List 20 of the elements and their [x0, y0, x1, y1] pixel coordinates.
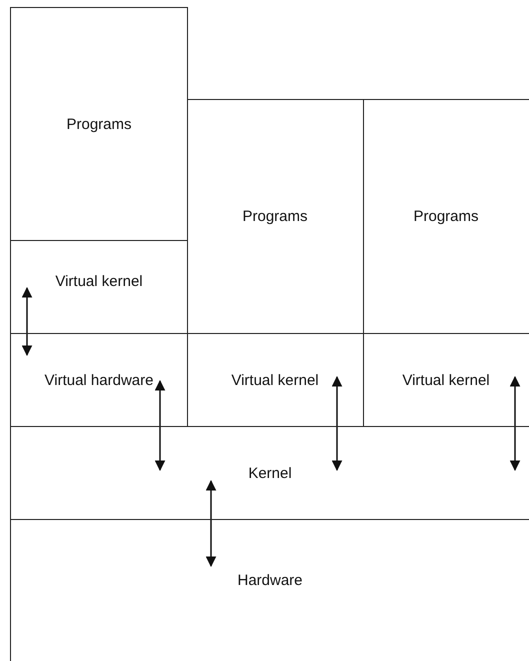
double-arrow [206, 480, 216, 568]
layer-label: Programs [242, 208, 308, 225]
layer-label: Kernel [248, 464, 292, 482]
layer-label: Virtual kernel [231, 372, 319, 388]
layer-box [187, 333, 364, 426]
double-arrow [510, 376, 520, 472]
double-arrow [332, 376, 342, 472]
layer-label: Virtual kernel [55, 272, 143, 290]
layer-box [187, 99, 364, 333]
layer-box [10, 333, 188, 426]
double-arrow [154, 380, 166, 472]
layer-label: Programs [66, 116, 132, 132]
layer-box [10, 240, 188, 333]
layer-label: Virtual kernel [402, 372, 490, 388]
double-arrow [22, 286, 32, 356]
layer-label: Programs [413, 208, 479, 225]
layer-box [10, 426, 529, 520]
layer-label: Virtual hardware [44, 372, 154, 388]
layer-box [10, 7, 188, 240]
layer-label: Hardware [237, 572, 303, 589]
